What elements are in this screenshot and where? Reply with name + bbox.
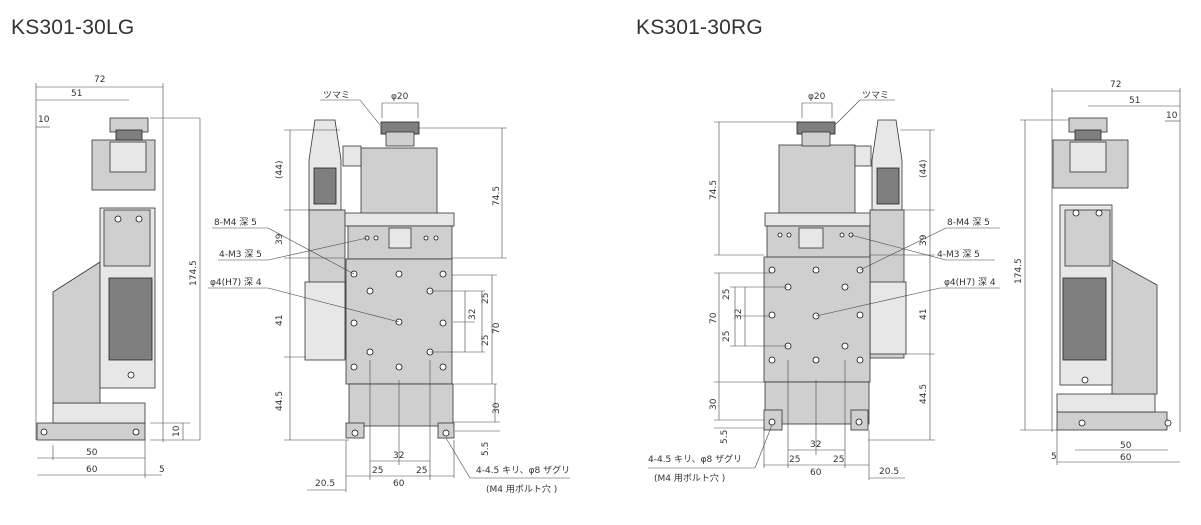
dim-44p-right: (44) xyxy=(919,160,929,178)
dim-39-left: 39 xyxy=(275,233,285,245)
left-table-holes xyxy=(350,235,447,371)
m3-label-right: 4-M3 深 5 xyxy=(937,249,980,260)
dim-174-left: 174.5 xyxy=(189,260,199,286)
left-side-dims: 72 51 10 174.5 10 50 60 5 xyxy=(35,75,201,478)
dim-70-left: 70 xyxy=(492,322,502,334)
dim-25a-right: 25 xyxy=(722,289,732,300)
dim-20-5-right: 20.5 xyxy=(879,467,899,477)
dim-44-5-right: 44.5 xyxy=(919,384,929,404)
dim-10-top-right: 10 xyxy=(1166,111,1178,121)
dim-5-left: 5 xyxy=(159,465,165,475)
phi20-label-left: φ20 xyxy=(391,92,409,102)
dim-5-right: 5 xyxy=(1051,452,1057,462)
dim-44-5-left: 44.5 xyxy=(275,391,285,411)
bolt-note-right: (M4 用ボルト穴 ) xyxy=(654,472,725,484)
bolt-note-left: (M4 用ボルト穴 ) xyxy=(486,483,557,495)
dim-20-5-left: 20.5 xyxy=(315,479,335,489)
dim-41-right: 41 xyxy=(919,309,929,320)
hole-note-left: 4-4.5 キリ、φ8 ザグリ xyxy=(476,464,570,476)
dim-51-right: 51 xyxy=(1129,96,1140,106)
dim-5-5-right: 5.5 xyxy=(720,430,730,444)
m3-label-left: 4-M3 深 5 xyxy=(219,249,262,260)
dim-50-left: 50 xyxy=(86,448,98,458)
dim-25b-left: 25 xyxy=(481,335,491,346)
right-front-dims: 74.5 (44) 39 41 44.5 25 32 70 25 30 5.5 … xyxy=(709,102,935,480)
knob-label-left: ツマミ xyxy=(323,91,350,101)
dim-10-top-left: 10 xyxy=(38,115,50,125)
dim-25r-right: 25 xyxy=(833,455,844,465)
dim-60f-right: 60 xyxy=(810,468,822,478)
dim-32v-left: 32 xyxy=(468,309,478,320)
dim-32h-left: 32 xyxy=(393,451,404,461)
left-front-dims: (44) 74.5 39 41 44.5 25 32 25 70 30 5.5 … xyxy=(275,127,507,492)
dim-74-right: 74.5 xyxy=(709,180,719,200)
dim-5-5-left: 5.5 xyxy=(481,442,491,456)
dim-60-left: 60 xyxy=(86,465,98,475)
dim-60f-left: 60 xyxy=(393,479,405,489)
right-callouts: ツマミ φ20 8-M4 深 5 4-M3 深 5 φ4(H7) 深 4 4-4… xyxy=(648,91,1000,484)
dim-74-left: 74.5 xyxy=(492,186,502,206)
dim-32h-right: 32 xyxy=(810,440,821,450)
dim-39-right: 39 xyxy=(919,234,929,246)
right-front-view xyxy=(763,119,907,431)
left-callouts: ツマミ φ20 8-M4 深 5 4-M3 深 5 φ4(H7) 深 4 4-4… xyxy=(208,91,570,495)
dim-44p-left: (44) xyxy=(275,161,285,179)
dim-51-left: 51 xyxy=(71,89,82,99)
pin-label-left: φ4(H7) 深 4 xyxy=(210,277,262,288)
pin-label-right: φ4(H7) 深 4 xyxy=(944,277,996,288)
dim-25b-right: 25 xyxy=(722,331,732,342)
dim-25l-left: 25 xyxy=(372,466,383,476)
dim-72-left: 72 xyxy=(94,75,105,85)
dim-25a-left: 25 xyxy=(481,293,491,304)
dim-25r-left: 25 xyxy=(416,466,427,476)
dim-30-right: 30 xyxy=(709,398,719,410)
hole-note-right: 4-4.5 キリ、φ8 ザグリ xyxy=(648,453,742,465)
m4-label-left: 8-M4 深 5 xyxy=(214,217,257,228)
title-left: KS301-30LG xyxy=(11,16,135,39)
dim-32v-right: 32 xyxy=(734,309,744,320)
dim-174-right: 174.5 xyxy=(1014,258,1024,284)
dim-50-right: 50 xyxy=(1120,441,1132,451)
dim-60-right: 60 xyxy=(1120,453,1132,463)
dim-10-bot-left: 10 xyxy=(172,425,182,437)
dim-30-left: 30 xyxy=(492,402,502,414)
right-side-view xyxy=(1052,117,1172,431)
phi20-label-right: φ20 xyxy=(808,92,826,102)
dim-70-right: 70 xyxy=(709,312,719,324)
dim-41-left: 41 xyxy=(275,315,285,326)
left-side-view xyxy=(36,117,156,441)
dim-25l-right: 25 xyxy=(789,455,800,465)
right-side-dims: 72 51 10 174.5 5 50 60 xyxy=(1014,80,1181,465)
right-table-holes xyxy=(768,232,864,364)
m4-label-right: 8-M4 深 5 xyxy=(947,217,990,228)
left-front-view xyxy=(304,119,455,439)
title-right: KS301-30RG xyxy=(636,16,763,39)
knob-label-right: ツマミ xyxy=(862,91,889,101)
dim-72-right: 72 xyxy=(1110,80,1121,90)
